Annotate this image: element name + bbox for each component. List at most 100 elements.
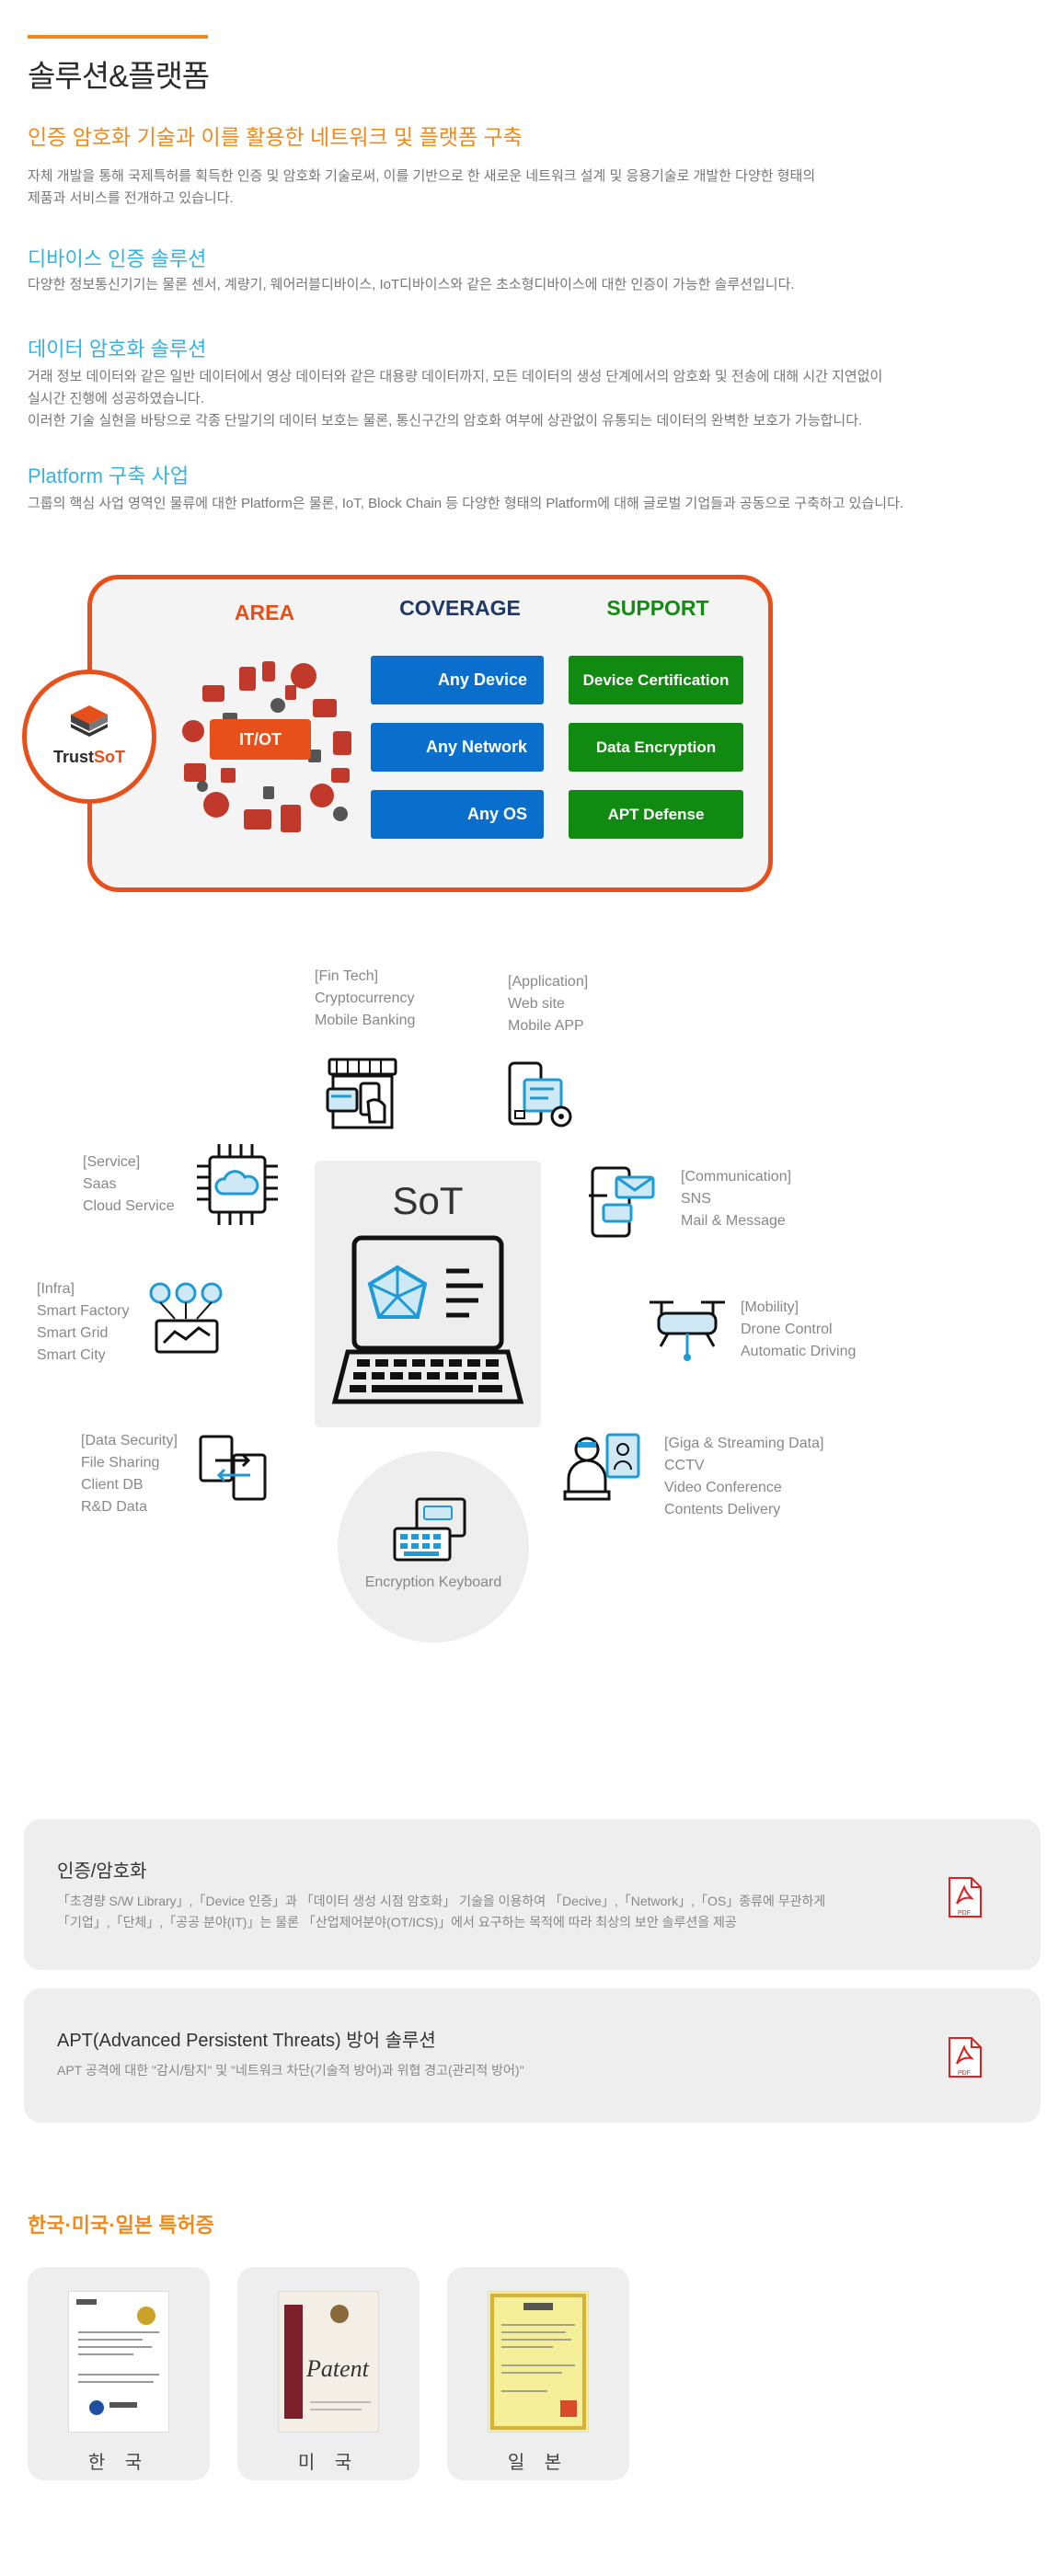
encryption-keyboard-label: Encryption Keyboard bbox=[364, 1574, 502, 1590]
mobility-item-1: Drone Control bbox=[741, 1322, 833, 1337]
communication-heading: [Communication] bbox=[681, 1169, 792, 1185]
pdf-download-icon[interactable]: PDF bbox=[946, 2036, 983, 2078]
pdf-label: PDF bbox=[958, 2070, 971, 2077]
lead-title: 인증 암호화 기술과 이를 활용한 네트워크 및 플랫폼 구축 bbox=[28, 125, 523, 149]
fintech-item-1: Cryptocurrency bbox=[315, 990, 415, 1006]
mobility-heading: [Mobility] bbox=[741, 1299, 799, 1315]
brand-trust: Trust bbox=[52, 748, 94, 766]
giga-item-1: CCTV bbox=[664, 1458, 705, 1473]
datasecurity-heading: [Data Security] bbox=[81, 1433, 178, 1448]
itot-label: IT/OT bbox=[210, 719, 311, 760]
application-item-2: Mobile APP bbox=[508, 1018, 584, 1034]
support-heading: SUPPORT bbox=[606, 596, 709, 620]
service-item-2: Cloud Service bbox=[83, 1198, 175, 1214]
svg-text:Patent: Patent bbox=[305, 2355, 370, 2382]
card-auth-encryption-desc-1: 「초경량 S/W Library」,「Device 인증」과 「데이터 생성 시… bbox=[57, 1894, 826, 1908]
bank-icon bbox=[326, 1058, 397, 1129]
giga-heading: [Giga & Streaming Data] bbox=[664, 1436, 824, 1451]
giga-item-2: Video Conference bbox=[664, 1480, 782, 1495]
card-apt-defense: APT(Advanced Persistent Threats) 방어 솔루션 … bbox=[24, 1988, 1041, 2123]
area-heading: AREA bbox=[234, 601, 295, 624]
communication-item-2: Mail & Message bbox=[681, 1213, 786, 1229]
patent-label-usa: 미 국 bbox=[297, 2453, 360, 2473]
sot-title: SoT bbox=[392, 1179, 464, 1222]
datasecurity-item-2: Client DB bbox=[81, 1477, 144, 1493]
support-apt-defense: APT Defense bbox=[569, 790, 743, 839]
service-heading: [Service] bbox=[83, 1154, 141, 1170]
label-communication: [Communication] SNS Mail & Message bbox=[681, 1166, 791, 1232]
pdf-download-icon[interactable]: PDF bbox=[946, 1876, 983, 1918]
patent-certificate-japan-image bbox=[488, 2291, 589, 2433]
coverage-any-device: Any Device bbox=[371, 656, 544, 704]
label-mobility: [Mobility] Drone Control Automatic Drivi… bbox=[741, 1297, 856, 1363]
trustsot-wordmark: TrustSoT bbox=[27, 748, 152, 767]
label-service: [Service] Saas Cloud Service bbox=[83, 1151, 175, 1218]
label-datasecurity: [Data Security] File Sharing Client DB R… bbox=[81, 1430, 178, 1518]
support-device-certification: Device Certification bbox=[569, 656, 743, 704]
cloud-chip-icon bbox=[197, 1144, 278, 1225]
infra-heading: [Infra] bbox=[37, 1281, 75, 1297]
application-heading: [Application] bbox=[508, 974, 589, 990]
card-auth-encryption: 인증/암호화 「초경량 S/W Library」,「Device 인증」과 「데… bbox=[24, 1819, 1041, 1970]
fintech-item-2: Mobile Banking bbox=[315, 1013, 416, 1028]
support-data-encryption: Data Encryption bbox=[569, 723, 743, 772]
patent-label-japan: 일 본 bbox=[507, 2453, 569, 2473]
lead-text-line-2: 제품과 서비스를 전개하고 있습니다. bbox=[28, 190, 234, 206]
section-title-data-encryption: 데이터 암호화 솔루션 bbox=[28, 338, 207, 361]
application-item-1: Web site bbox=[508, 996, 565, 1012]
section-text-platform: 그룹의 핵심 사업 영역인 물류에 대한 Platform은 물론, IoT, … bbox=[28, 496, 904, 511]
section-text-data-encryption-2: 실시간 진행에 성공하였습니다. bbox=[28, 391, 204, 406]
trustsot-logo-icon bbox=[71, 705, 108, 737]
patent-label-korea: 한 국 bbox=[87, 2453, 150, 2473]
coverage-any-network: Any Network bbox=[371, 723, 544, 772]
video-conference-icon bbox=[563, 1433, 640, 1501]
patent-card-usa[interactable]: Patent 미 국 bbox=[237, 2267, 420, 2480]
label-fintech: [Fin Tech] Cryptocurrency Mobile Banking bbox=[315, 966, 415, 1032]
card-auth-encryption-title: 인증/암호화 bbox=[57, 1861, 147, 1882]
encryption-keyboard-circle: Encryption Keyboard bbox=[338, 1451, 529, 1643]
infra-item-2: Smart Grid bbox=[37, 1325, 109, 1341]
patent-card-korea[interactable]: 한 국 bbox=[28, 2267, 210, 2480]
giga-item-3: Contents Delivery bbox=[664, 1502, 781, 1517]
brand-sot: SoT bbox=[94, 748, 125, 766]
datasecurity-item-1: File Sharing bbox=[81, 1455, 160, 1471]
encryption-keyboard-icon bbox=[393, 1497, 466, 1562]
service-item-1: Saas bbox=[83, 1176, 117, 1192]
itot-devices-icon-cluster bbox=[182, 661, 351, 832]
patents-title: 한국·미국·일본 특허증 bbox=[28, 2214, 214, 2237]
communication-item-1: SNS bbox=[681, 1191, 711, 1207]
mobility-item-2: Automatic Driving bbox=[741, 1344, 857, 1359]
laptop-icon bbox=[331, 1235, 524, 1404]
coverage-any-os: Any OS bbox=[371, 790, 544, 839]
section-title-platform: Platform 구축 사업 bbox=[28, 464, 190, 487]
lead-text-line-1: 자체 개발을 통해 국제특허를 획득한 인증 및 암호화 기술로써, 이를 기반… bbox=[28, 168, 816, 184]
infra-item-1: Smart Factory bbox=[37, 1303, 130, 1319]
patent-card-japan[interactable]: 일 본 bbox=[447, 2267, 629, 2480]
pdf-label: PDF bbox=[958, 1910, 971, 1917]
title-accent-bar bbox=[28, 35, 208, 39]
label-infra: [Infra] Smart Factory Smart Grid Smart C… bbox=[37, 1278, 129, 1367]
card-auth-encryption-desc-2: 「기업」,「단체」,「공공 분야(IT)」는 물론 「산업제어분야(OT/ICS… bbox=[57, 1915, 737, 1929]
mobile-app-icon bbox=[508, 1061, 572, 1128]
card-apt-defense-desc: APT 공격에 대한 "감시/탐지" 및 "네트워크 차단(기술적 방어)과 위… bbox=[57, 2063, 524, 2078]
section-title-device-auth: 디바이스 인증 솔루션 bbox=[28, 247, 207, 270]
smart-factory-icon bbox=[149, 1282, 223, 1354]
coverage-heading: COVERAGE bbox=[399, 596, 521, 620]
trustsot-badge: TrustSoT bbox=[22, 670, 156, 804]
patent-certificate-usa-image: Patent bbox=[278, 2291, 379, 2433]
section-text-data-encryption-1: 거래 정보 데이터와 같은 일반 데이터에서 영상 데이터와 같은 대용량 데이… bbox=[28, 369, 883, 384]
datasecurity-item-3: R&D Data bbox=[81, 1499, 148, 1515]
fintech-heading: [Fin Tech] bbox=[315, 968, 379, 984]
sot-center-panel: SoT bbox=[315, 1161, 541, 1427]
section-text-device-auth: 다양한 정보통신기기는 물론 센서, 계량기, 웨어러블디바이스, IoT디바이… bbox=[28, 277, 795, 292]
file-sharing-icon bbox=[199, 1435, 267, 1501]
section-text-data-encryption-3: 이러한 기술 실현을 바탕으로 각종 단말기의 데이터 보호는 물론, 통신구간… bbox=[28, 413, 863, 429]
label-application: [Application] Web site Mobile APP bbox=[508, 971, 588, 1037]
patent-certificate-korea-image bbox=[68, 2291, 169, 2433]
label-giga: [Giga & Streaming Data] CCTV Video Confe… bbox=[664, 1433, 823, 1521]
drone-icon bbox=[650, 1300, 725, 1361]
message-phone-icon bbox=[589, 1166, 655, 1238]
infra-item-3: Smart City bbox=[37, 1347, 106, 1363]
card-apt-defense-title: APT(Advanced Persistent Threats) 방어 솔루션 bbox=[57, 2031, 436, 2051]
page-title: 솔루션&플랫폼 bbox=[28, 59, 210, 93]
